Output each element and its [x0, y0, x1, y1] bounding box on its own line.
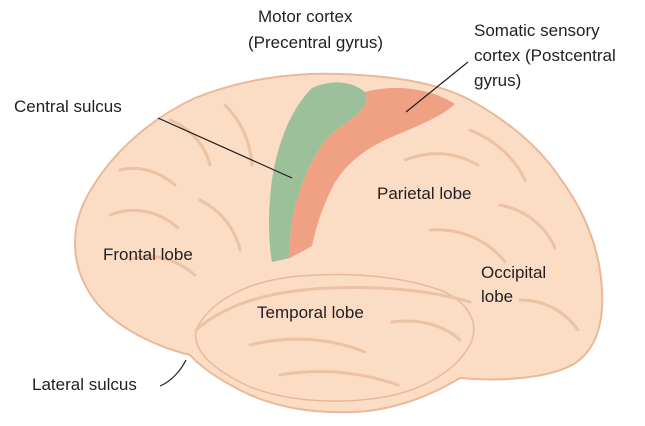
- temporal-lobe-label: Temporal lobe: [257, 302, 364, 323]
- motor-cortex-label: Motor cortex: [258, 6, 352, 27]
- somatic-sensory-label-line1: Somatic sensory: [474, 20, 600, 41]
- somatic-sensory-label-line2: cortex (Postcentral: [474, 45, 616, 66]
- leader-line-lateral-sulcus: [160, 360, 186, 386]
- frontal-lobe-label: Frontal lobe: [103, 244, 193, 265]
- occipital-lobe-label-line1: Occipital: [481, 262, 546, 283]
- parietal-lobe-label: Parietal lobe: [377, 183, 472, 204]
- somatic-sensory-label-line3: gyrus): [474, 70, 521, 91]
- lateral-sulcus-label: Lateral sulcus: [32, 374, 137, 395]
- occipital-lobe-label-line2: lobe: [481, 286, 513, 307]
- motor-cortex-sublabel: (Precentral gyrus): [248, 32, 383, 53]
- central-sulcus-label: Central sulcus: [14, 96, 122, 117]
